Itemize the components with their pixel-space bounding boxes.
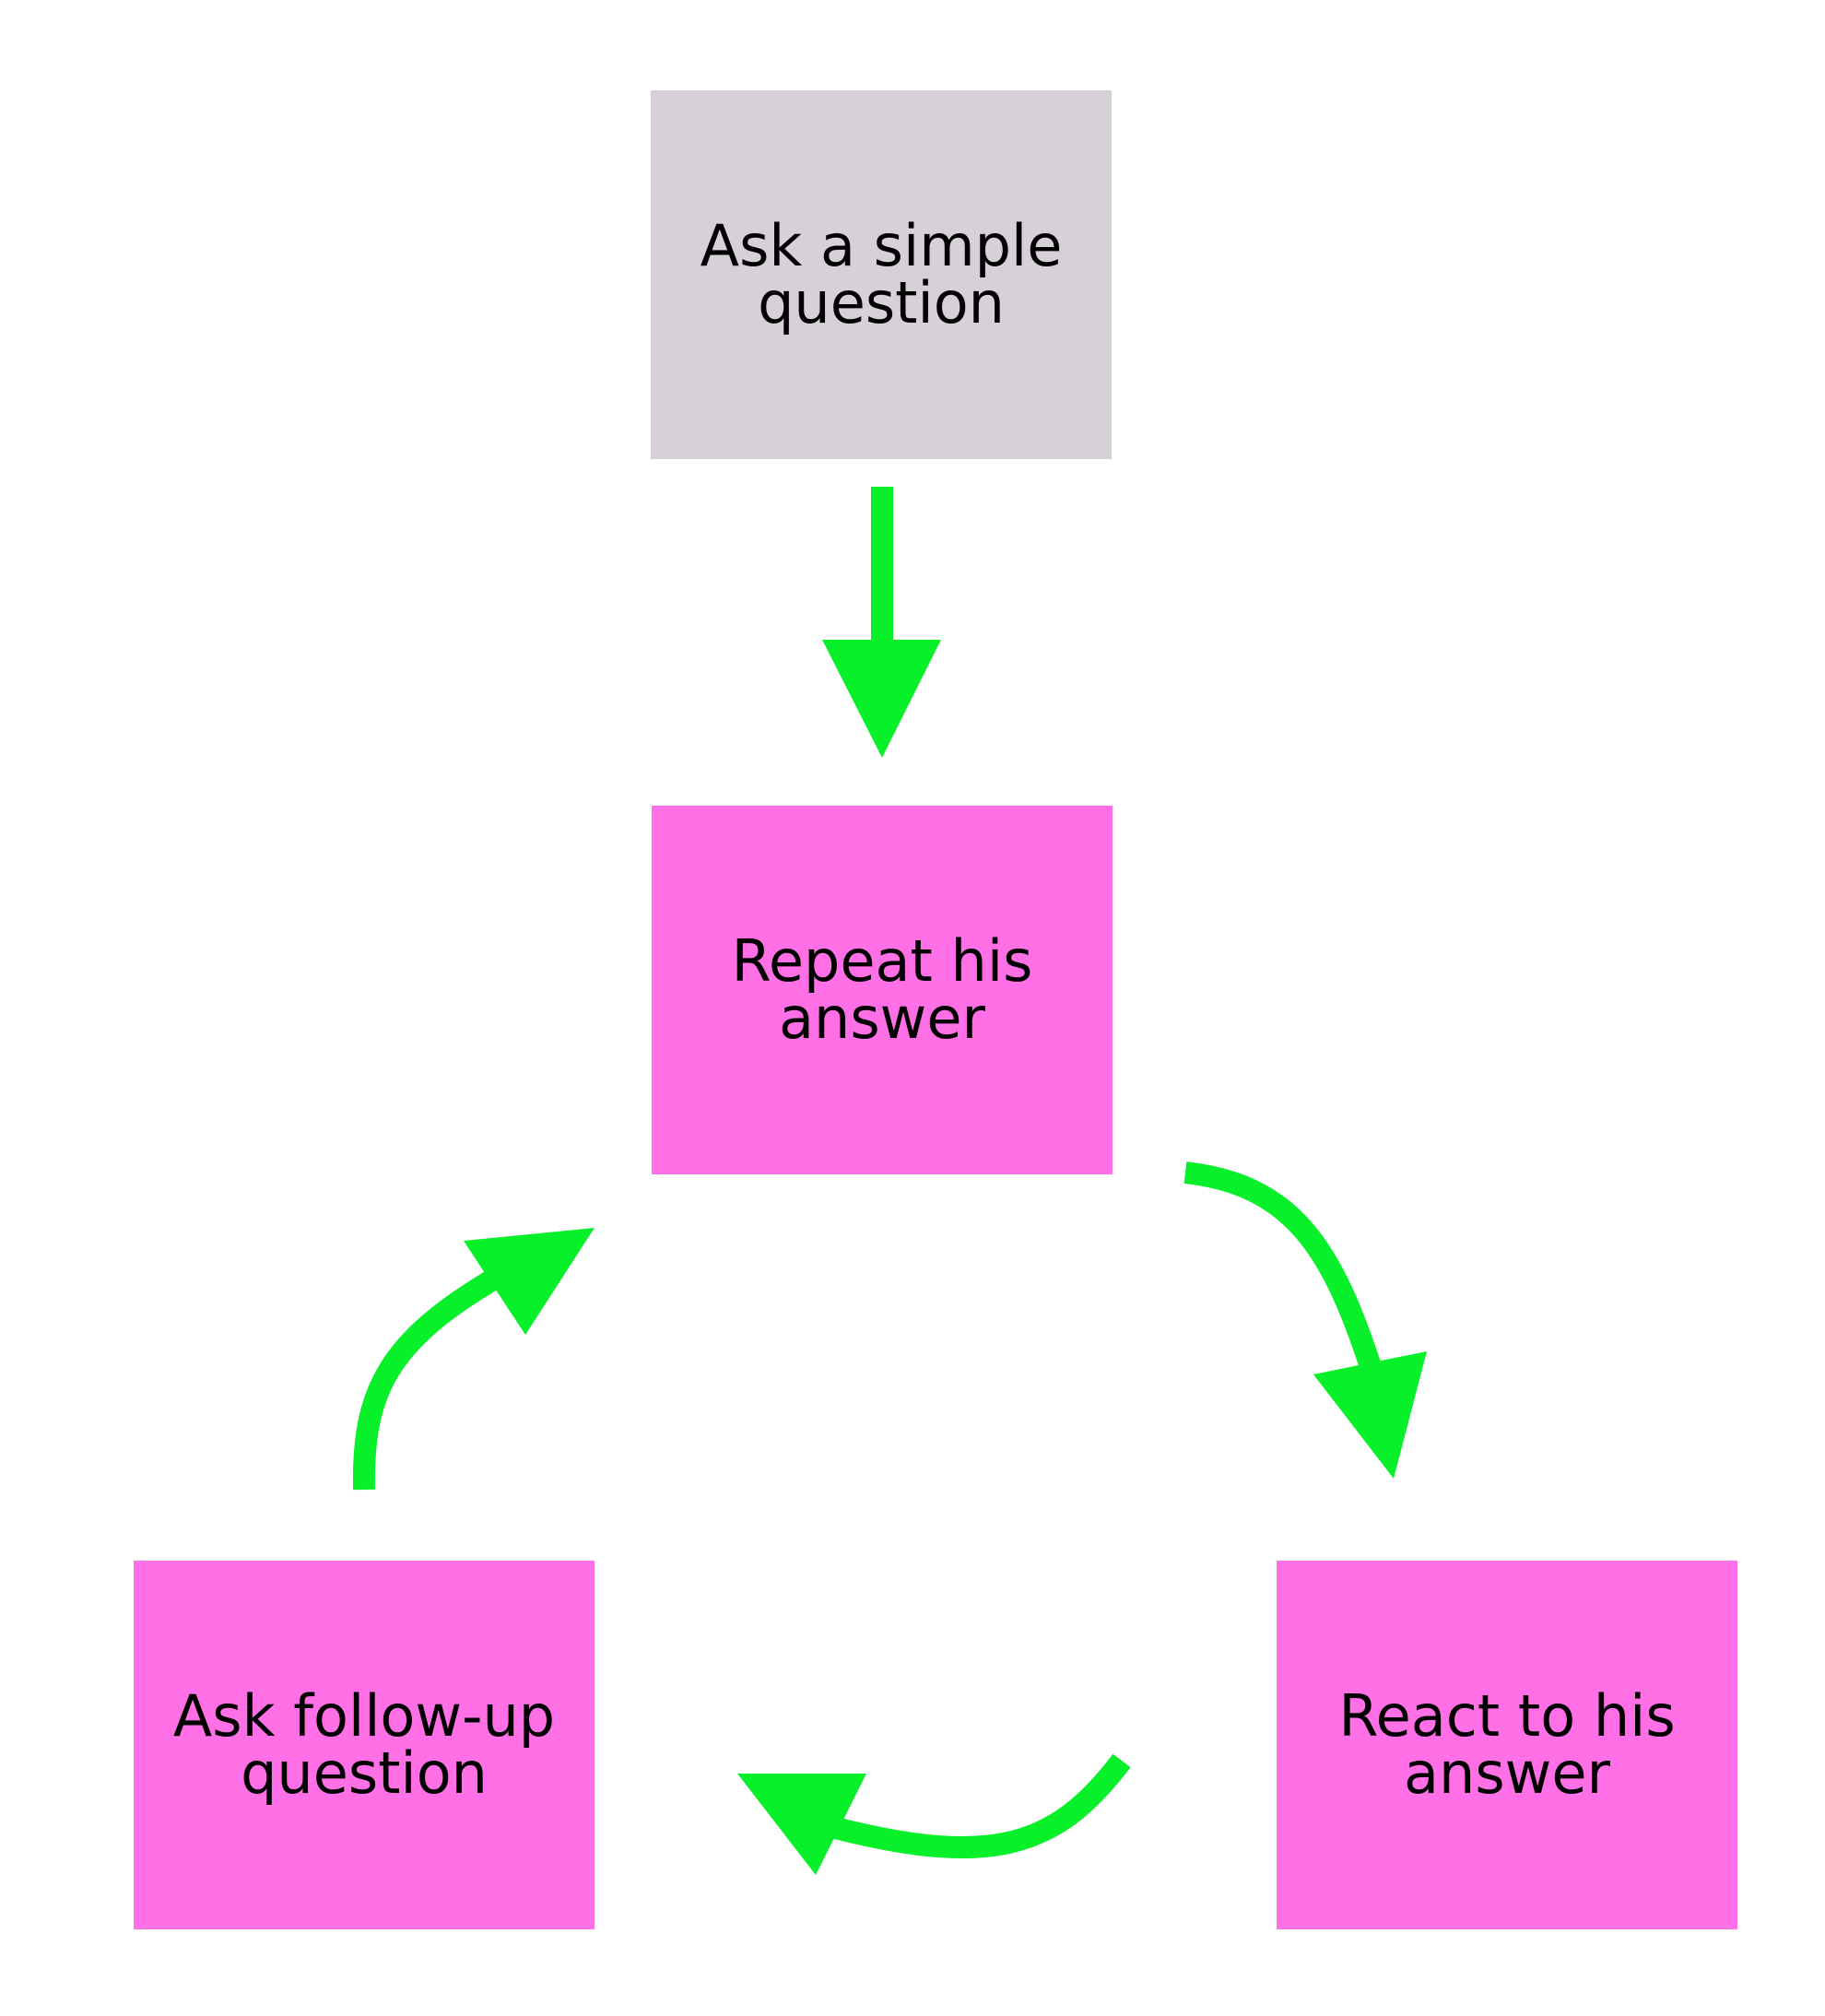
- node-label: Ask follow-up question: [172, 1682, 556, 1807]
- node-label: Ask a simple question: [700, 212, 1063, 336]
- node-label: React to his answer: [1338, 1682, 1676, 1807]
- node-ask-simple-question: Ask a simple question: [651, 90, 1112, 459]
- node-repeat-his-answer: Repeat his answer: [652, 806, 1113, 1174]
- node-ask-follow-up-question: Ask follow-up question: [134, 1561, 595, 1929]
- arrow-react-to-followup: [737, 1753, 1131, 1875]
- node-react-to-his-answer: React to his answer: [1277, 1561, 1737, 1929]
- arrow-followup-to-repeat: [352, 1228, 595, 1491]
- node-label: Repeat his answer: [731, 927, 1033, 1052]
- arrow-repeat-to-react: [1183, 1161, 1427, 1479]
- arrow-start-to-repeat: [822, 487, 941, 758]
